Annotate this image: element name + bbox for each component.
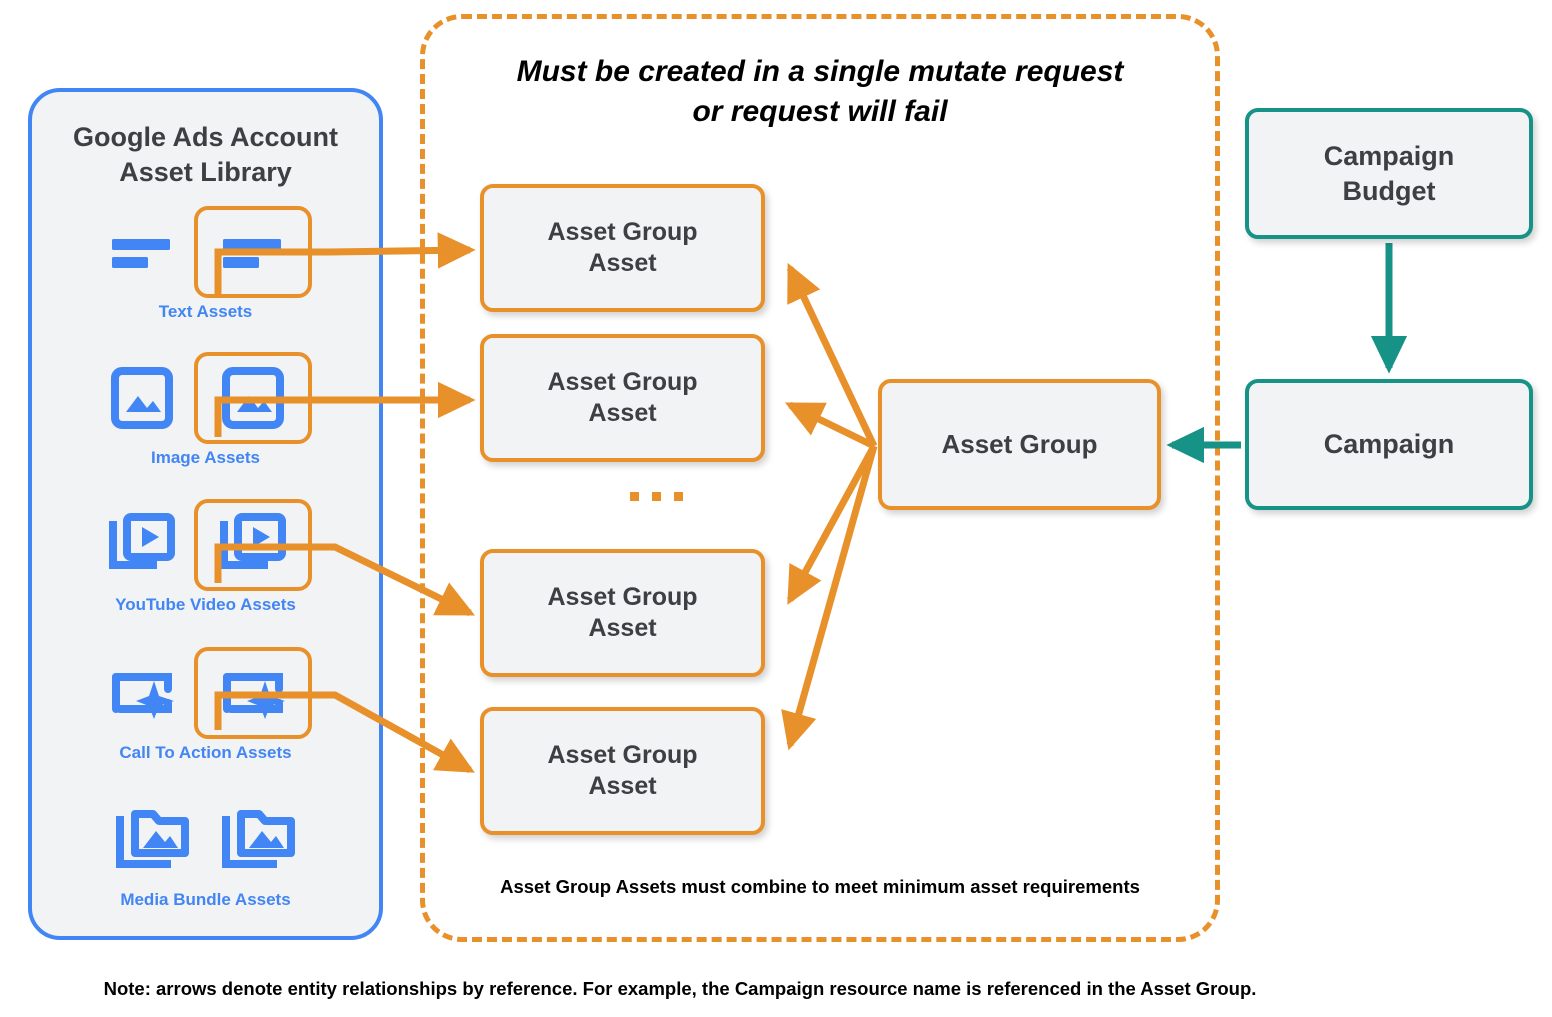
campaign-node[interactable]: Campaign — [1245, 379, 1533, 510]
asset-label-image: Image Assets — [151, 448, 260, 467]
asset-row-text[interactable]: Text Assets — [32, 204, 379, 322]
call-to-action-icon-selected[interactable] — [193, 647, 312, 739]
ellipsis-indicator — [630, 492, 683, 501]
bottom-note: Note: arrows denote entity relationships… — [103, 978, 1257, 999]
asset-group-asset-box-3[interactable]: Asset Group Asset — [480, 549, 765, 677]
ellipsis-dot-2 — [652, 492, 661, 501]
media-bundle-icon — [111, 798, 195, 882]
asset-label-text: Text Assets — [158, 302, 253, 321]
asset-group-asset-box-2[interactable]: Asset Group Asset — [480, 334, 765, 462]
mutate-panel-footnote: Asset Group Assets must combine to meet … — [500, 876, 1140, 897]
asset-label-cta: Call To Action Assets — [119, 743, 292, 762]
asset-library-title: Google Ads Account Asset Library — [72, 122, 338, 187]
ellipsis-dot-3 — [674, 492, 683, 501]
asset-group-asset-box-4[interactable]: Asset Group Asset — [480, 707, 765, 835]
call-to-action-icon — [100, 651, 184, 735]
asset-row-media-bundle[interactable]: Media Bundle Assets — [32, 792, 379, 910]
mutate-panel-title: Must be created in a single mutate reque… — [516, 55, 1124, 129]
text-asset-icon-selected[interactable] — [193, 206, 312, 298]
asset-label-media-bundle: Media Bundle Assets — [120, 890, 291, 909]
image-asset-icon — [100, 356, 184, 440]
asset-group-asset-box-1[interactable]: Asset Group Asset — [480, 184, 765, 312]
text-asset-icon — [100, 210, 184, 294]
image-asset-icon-selected[interactable] — [193, 352, 312, 444]
ellipsis-dot-1 — [630, 492, 639, 501]
video-asset-icon — [100, 503, 184, 587]
media-bundle-icon-2 — [217, 798, 301, 882]
asset-group-node[interactable]: Asset Group — [878, 379, 1161, 510]
asset-row-video[interactable]: YouTube Video Assets — [32, 497, 379, 615]
asset-library-panel: Google Ads Account Asset Library Text — [28, 88, 383, 940]
video-asset-icon-selected[interactable] — [193, 499, 312, 591]
campaign-budget-node[interactable]: Campaign Budget — [1245, 108, 1533, 239]
asset-row-image[interactable]: Image Assets — [32, 350, 379, 468]
asset-row-cta[interactable]: Call To Action Assets — [32, 645, 379, 763]
asset-label-video: YouTube Video Assets — [115, 595, 296, 614]
